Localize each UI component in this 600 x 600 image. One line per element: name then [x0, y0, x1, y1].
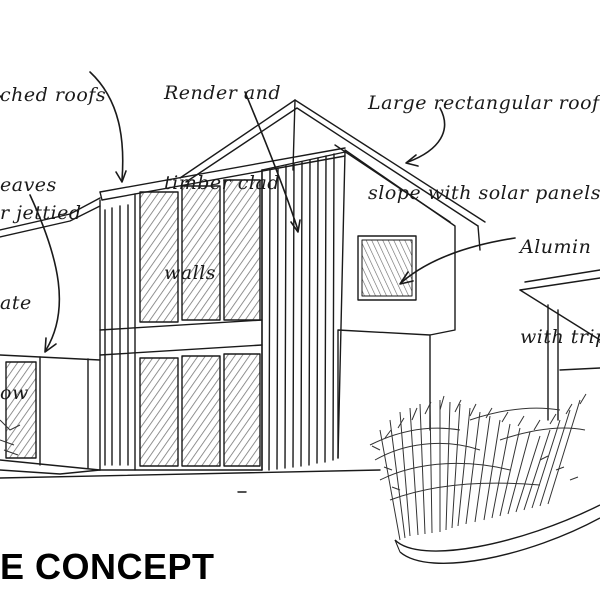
arrowhead-roofs: [115, 170, 127, 183]
annotation-aluminium: Alumin with trip: [520, 172, 600, 412]
annotation-jettied-line-1: r jettied: [0, 202, 82, 224]
arrowhead-jettied: [44, 337, 57, 353]
annotation-solar-line-2: slope with solar panels: [368, 182, 600, 204]
annotation-jettied: r jettied ate ow: [0, 138, 82, 468]
arrowhead-render: [290, 219, 301, 233]
annotation-aluminium-line-2: with trip: [520, 326, 600, 348]
annotation-solar-line-1: Large rectangular roof: [368, 92, 600, 114]
render-wall-window: [357, 235, 417, 301]
arrow-jettied: [29, 194, 61, 351]
left-jettied-window: [0, 354, 101, 475]
arrow-fragment: [0, 95, 3, 99]
annotation-roofs-line-2: eaves: [0, 174, 57, 196]
arrow-solar: [407, 107, 446, 163]
annotation-render-line-2: timber clad: [164, 172, 280, 194]
arrow-roofs: [89, 71, 124, 181]
arrow-aluminium: [401, 237, 516, 283]
shrub-planting: [0, 393, 600, 564]
annotation-jettied-line-2: ate: [0, 292, 32, 314]
arrowhead-solar: [405, 154, 419, 167]
annotation-jettied-line-3: ow: [0, 382, 29, 404]
rendered-wall: [337, 149, 456, 459]
leader-arrows: [0, 71, 516, 353]
annotation-aluminium-line-1: Alumin: [520, 236, 592, 258]
arrowhead-aluminium: [399, 271, 414, 285]
annotation-roofs: ched roofs eaves: [0, 20, 106, 260]
glazed-facade: [99, 169, 263, 471]
ground-line: [0, 469, 381, 479]
annotation-render: Render and timber clad walls: [164, 18, 281, 348]
concept-title: E CONCEPT: [0, 546, 215, 587]
annotation-roofs-line-1: ched roofs: [0, 84, 107, 106]
annotation-solar: Large rectangular roof slope with solar …: [368, 28, 600, 268]
annotation-render-line-1: Render and: [164, 82, 282, 104]
annotation-render-line-3: walls: [164, 262, 216, 284]
right-extension: [519, 269, 600, 421]
arrow-render: [244, 91, 299, 231]
